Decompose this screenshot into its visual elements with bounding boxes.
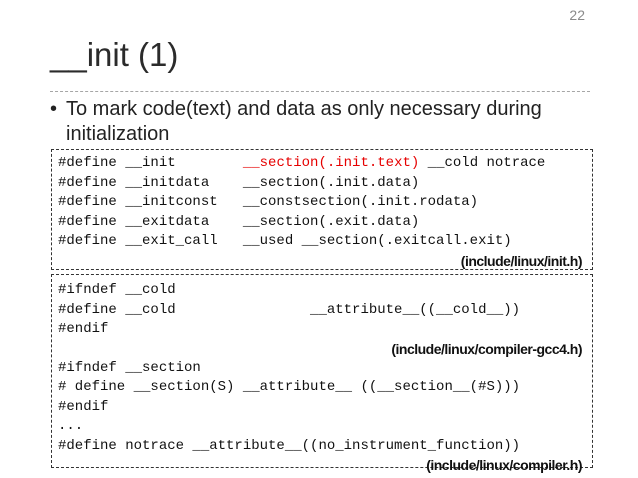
code-line: #endif xyxy=(58,398,109,415)
title-divider xyxy=(50,91,590,92)
code-text: __cold notrace xyxy=(419,155,546,171)
compiler-h-code-box: #ifndef __cold #define __cold __attribut… xyxy=(51,274,593,473)
code-line: #define __init __section(.init.text) __c… xyxy=(58,154,586,174)
code-line: #define __initconst __constsection(.init… xyxy=(58,194,479,210)
code-line: ... xyxy=(58,418,84,434)
code-line: #ifndef __section xyxy=(58,359,201,376)
highlighted-section-text: __section(.init.text) xyxy=(242,155,420,171)
code-line: #endif xyxy=(58,321,109,337)
code-line: #define __exitdata __section(.exit.data) xyxy=(58,213,420,230)
code-line: #define __exit_call __used __section(.ex… xyxy=(58,233,512,249)
code-line: # define __section(S) __attribute__ ((__… xyxy=(58,379,521,395)
code-line: #define __initdata __section(.init.data) xyxy=(58,174,420,191)
init-h-code-box: #define __init __section(.init.text) __c… xyxy=(51,149,593,270)
code-text: #define __init xyxy=(58,155,243,171)
code-line: #define notrace __attribute__((no_instru… xyxy=(58,437,521,454)
slide-title: __init (1) xyxy=(50,36,179,73)
bullet-text: To mark code(text) and data as only nece… xyxy=(66,98,542,145)
code-line: #define __cold __attribute__((__cold__)) xyxy=(58,301,521,318)
code-line: #ifndef __cold xyxy=(58,282,176,298)
source-file-label: (include/linux/init.h) xyxy=(460,252,583,269)
source-file-label: (include/linux/compiler.h) xyxy=(426,457,582,473)
bullet-item: • To mark code(text) and data as only ne… xyxy=(50,97,590,147)
source-file-label: (include/linux/compiler-gcc4.h) xyxy=(391,340,582,357)
page-number: 22 xyxy=(569,7,585,23)
bullet-marker: • xyxy=(50,98,58,120)
